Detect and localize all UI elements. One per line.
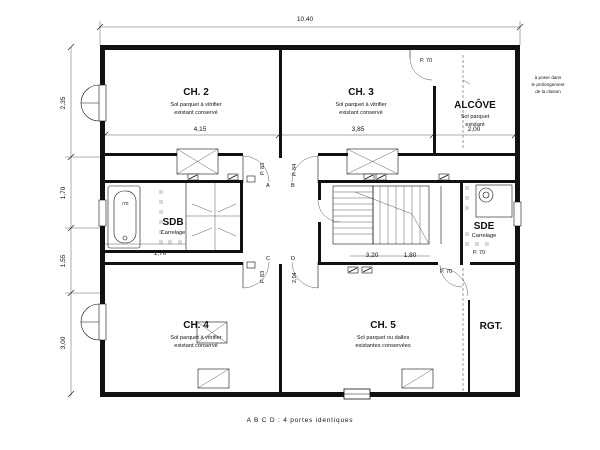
room-ch3: CH. 3 Sol parquet à vitrifier existant c… bbox=[335, 87, 386, 116]
partition-annotation: à poser dans le prolongement de la clois… bbox=[532, 75, 566, 94]
height-label-3: 1,55 bbox=[60, 254, 67, 267]
door-tags: P. 70 P. 70 P. 70 P. 83 P. 84 P. 83 2,04… bbox=[122, 58, 485, 283]
outlets bbox=[187, 173, 450, 274]
sdb-width-label: 1,70 bbox=[154, 250, 167, 257]
rgt-name: RGT. bbox=[480, 321, 503, 332]
ch3-width-label: 3,85 bbox=[352, 126, 365, 133]
room-ch4: CH. 4 Sol parquet à vitrifier existant c… bbox=[170, 320, 221, 349]
alcove-note-1: Sol parquet bbox=[461, 114, 490, 120]
alcove-width-label: 2,00 bbox=[468, 126, 481, 133]
annotation-line-3: de la cloison bbox=[535, 89, 561, 94]
sdb-name: SDB bbox=[162, 217, 183, 228]
room-sde: SDE Carrelage bbox=[472, 221, 497, 239]
ch4-note-2: existant conservé bbox=[174, 343, 218, 349]
sdb-note: Carrelage bbox=[161, 230, 186, 236]
sde-note: Carrelage bbox=[472, 233, 497, 239]
door-tag-d: 2,04 bbox=[292, 272, 298, 283]
ch4-name: CH. 4 bbox=[183, 320, 209, 331]
door-tag-c: P. 83 bbox=[260, 271, 266, 283]
ch2-name: CH. 2 bbox=[183, 87, 209, 98]
room-ch2: CH. 2 Sol parquet à vitrifier existant c… bbox=[170, 87, 221, 116]
height-label-2: 1,70 bbox=[60, 186, 67, 199]
overall-width-dimension: 10,40 bbox=[96, 16, 524, 45]
interior-dimensions: 4,15 3,85 2,00 1,70 3,20 1,80 bbox=[101, 126, 519, 259]
sdb-fixtures bbox=[107, 183, 240, 250]
door-tag-a: P. 83 bbox=[260, 163, 266, 175]
height-label-1: 2,35 bbox=[60, 96, 67, 109]
left-height-dimensions: 2,35 1,70 1,55 3,00 bbox=[60, 43, 100, 398]
ch2-width-label: 4,15 bbox=[194, 126, 207, 133]
stair-right-label: 1,80 bbox=[404, 252, 417, 259]
door-letter-c: C bbox=[266, 256, 270, 262]
door-letter-b: B bbox=[291, 183, 295, 189]
ch5-note-2: existantes conservées bbox=[355, 343, 411, 349]
door-tag-b: P. 84 bbox=[292, 164, 298, 176]
annotation-line-1: à poser dans bbox=[535, 75, 562, 80]
staircase bbox=[332, 185, 442, 257]
door-letter-d: D bbox=[291, 256, 295, 262]
door-letter-a: A bbox=[266, 183, 270, 189]
radiators bbox=[176, 148, 434, 389]
alcove-note-2: existant bbox=[465, 122, 485, 128]
interior-walls bbox=[105, 50, 515, 392]
windows bbox=[80, 84, 522, 400]
room-sdb: SDB Carrelage bbox=[161, 217, 186, 236]
door-swings bbox=[242, 50, 469, 297]
alcove-name: ALCÔVE bbox=[454, 98, 496, 111]
ch3-note-1: Sol parquet à vitrifier bbox=[335, 102, 386, 108]
ch3-name: CH. 3 bbox=[348, 87, 374, 98]
ch2-note-2: existant conservé bbox=[174, 110, 218, 116]
door-tag-p70-lower: P. 70 bbox=[440, 269, 452, 275]
plan-caption: A B C D : 4 portes identiques bbox=[246, 417, 354, 424]
bath-tag: /70 bbox=[122, 201, 129, 206]
sde-name: SDE bbox=[474, 221, 495, 232]
stair-left-label: 3,20 bbox=[366, 252, 379, 259]
door-tag-p70-top: P. 70 bbox=[420, 58, 432, 64]
overall-width-label: 10,40 bbox=[297, 16, 314, 23]
annotation-line-2: le prolongement bbox=[532, 82, 566, 87]
height-label-4: 3,00 bbox=[60, 336, 67, 349]
sde-fixtures bbox=[465, 184, 513, 246]
room-alcove: ALCÔVE Sol parquet existant bbox=[454, 98, 496, 128]
room-ch5: CH. 5 Sol parquet ou dalles existantes c… bbox=[355, 320, 411, 349]
ch4-note-1: Sol parquet à vitrifier bbox=[170, 335, 221, 341]
ch5-name: CH. 5 bbox=[370, 320, 396, 331]
door-tag-p70-sde: P. 70 bbox=[473, 250, 485, 256]
ch3-note-2: existant conservé bbox=[339, 110, 383, 116]
ch2-note-1: Sol parquet à vitrifier bbox=[170, 102, 221, 108]
ch5-note-1: Sol parquet ou dalles bbox=[357, 335, 410, 341]
alcove-partition-lines bbox=[462, 55, 471, 392]
room-rgt: RGT. bbox=[480, 321, 503, 332]
